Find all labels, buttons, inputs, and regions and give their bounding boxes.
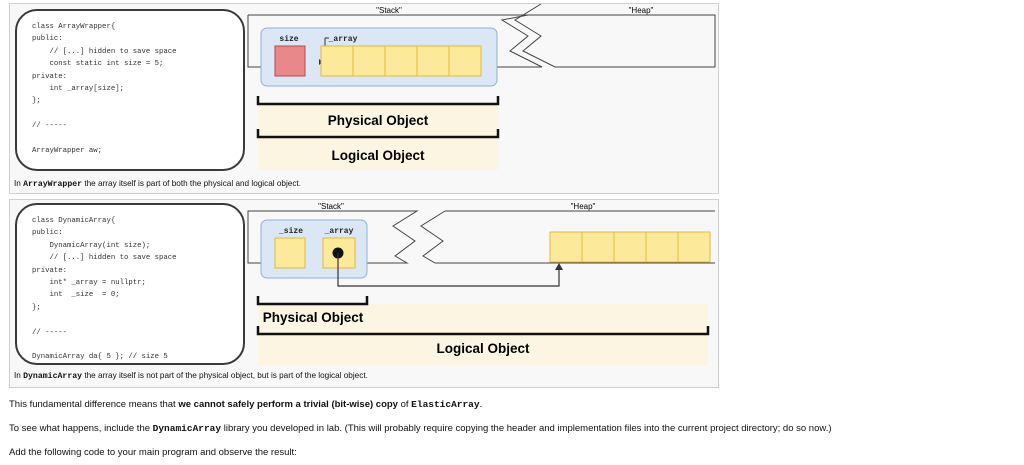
- array-cell: [320, 45, 354, 77]
- memory-diagram-svg: "Stack" "Heap" size _array Physical Obje…: [247, 4, 716, 170]
- array-cell: [677, 231, 711, 263]
- caption-text: In: [14, 371, 24, 380]
- paragraph-text: To see what happens, include the: [9, 423, 153, 434]
- physical-object-brace: [256, 296, 369, 306]
- code-snippet-dynamic-array: class DynamicArray{ public: DynamicArray…: [15, 203, 245, 365]
- array-cell: [448, 45, 482, 77]
- size-field-label: size: [279, 35, 298, 44]
- paragraph-text: library you developed in lab. (This will…: [221, 423, 832, 434]
- paragraph-code: DynamicArray: [152, 423, 222, 434]
- size-value-cell: [274, 45, 306, 77]
- paragraph-text: .: [479, 399, 483, 410]
- figure-caption: In DynamicArray the array itself is not …: [14, 371, 368, 381]
- heap-label: "Heap": [571, 202, 596, 211]
- paragraph-instructions: Add the following code to your main prog…: [9, 447, 297, 458]
- logical-object-brace: [256, 129, 500, 139]
- memory-diagram-dynamic-array: "Stack" "Heap" _size _array Physical Obj…: [245, 200, 720, 370]
- figure-dynamic-array: class DynamicArray{ public: DynamicArray…: [9, 199, 719, 388]
- logical-object-label: Logical Object: [436, 341, 530, 356]
- memory-region-outline: [247, 210, 419, 264]
- array-cell: [352, 45, 386, 77]
- caption-code: DynamicArray: [23, 372, 83, 381]
- caption-text: the array itself is not part of the phys…: [82, 371, 368, 380]
- caption-text: the array itself is part of both the phy…: [82, 179, 301, 188]
- stack-label: "Stack": [376, 6, 402, 15]
- size-value-cell: [274, 237, 306, 269]
- logical-object-brace: [256, 326, 710, 336]
- paragraph-text: This fundamental difference means that: [9, 399, 179, 410]
- paragraph-include-library: To see what happens, include the Dynamic…: [9, 423, 832, 434]
- logical-object-label: Logical Object: [331, 148, 425, 163]
- inline-array-cells: [320, 45, 482, 77]
- arrow-head: [555, 263, 563, 270]
- figure-array-wrapper: class ArrayWrapper{ public: // [...] hid…: [9, 3, 719, 194]
- paragraph-text: of: [397, 399, 412, 410]
- physical-object-label: Physical Object: [328, 113, 429, 128]
- array-cell: [581, 231, 615, 263]
- array-cell: [613, 231, 647, 263]
- paragraph-copy-warning: This fundamental difference means that w…: [9, 399, 482, 410]
- physical-object-brace: [256, 96, 500, 106]
- caption-text: In: [14, 179, 24, 188]
- array-cell: [549, 231, 583, 263]
- heap-label: "Heap": [629, 6, 654, 15]
- heap-array-cells: [549, 231, 711, 263]
- code-snippet-array-wrapper: class ArrayWrapper{ public: // [...] hid…: [15, 9, 245, 171]
- array-field-label: _array: [324, 227, 354, 236]
- array-field-label: _array: [328, 35, 358, 44]
- paragraph-code: ElasticArray: [411, 399, 480, 410]
- stack-label: "Stack": [318, 202, 344, 211]
- pointer-arrow: [337, 253, 560, 287]
- physical-object-label: Physical Object: [263, 310, 364, 325]
- figure-caption: In ArrayWrapper the array itself is part…: [14, 179, 301, 189]
- caption-code: ArrayWrapper: [23, 180, 83, 189]
- memory-diagram-array-wrapper: "Stack" "Heap" size _array Physical Obje…: [245, 4, 720, 174]
- paragraph-emphasis: we cannot safely perform a trivial (bit-…: [178, 399, 398, 410]
- array-cell: [384, 45, 418, 77]
- array-cell: [645, 231, 679, 263]
- memory-diagram-svg: "Stack" "Heap" _size _array Physical Obj…: [247, 202, 715, 366]
- array-cell: [416, 45, 450, 77]
- size-field-label: _size: [278, 227, 303, 236]
